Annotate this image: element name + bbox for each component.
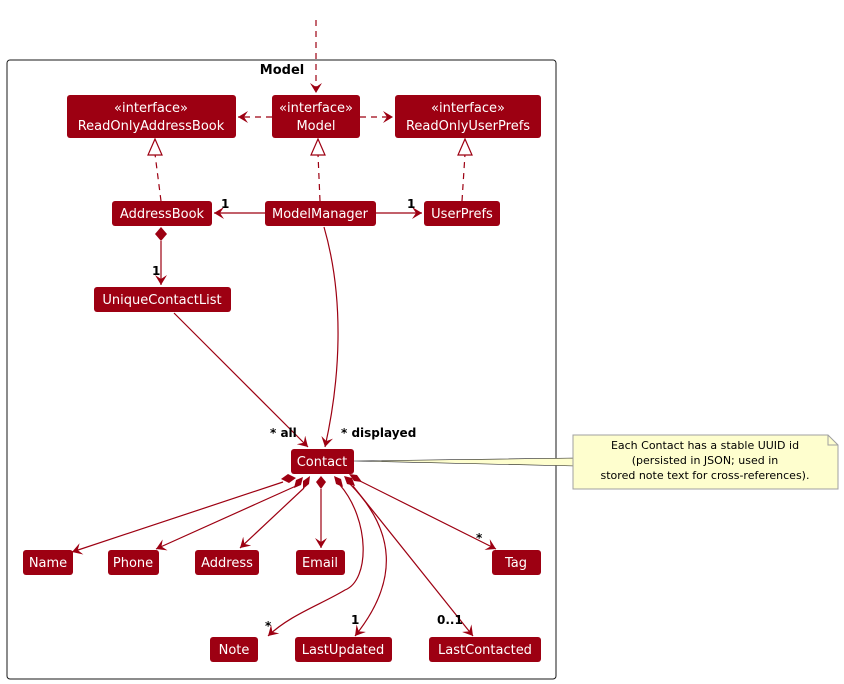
contact-to-tag-edge — [357, 479, 497, 550]
modelmanager-realization-edge — [317, 153, 321, 202]
uniquecontactlist-to-contact-edge — [173, 312, 309, 448]
multiplicity-label: 1 — [221, 197, 229, 211]
class-name: Address — [201, 556, 253, 571]
class-name: LastContacted — [438, 643, 532, 658]
note-line: (persisted in JSON; used in — [632, 454, 778, 467]
class-name: Tag — [504, 556, 527, 571]
class-readonlyuserprefs[interactable]: «interface» ReadOnlyUserPrefs — [395, 95, 541, 138]
multiplicity-label: 1 — [407, 197, 415, 211]
class-email[interactable]: Email — [296, 550, 345, 575]
composition-diamond-icon — [344, 476, 355, 486]
contact-to-address-edge — [239, 487, 305, 549]
multiplicity-label: * — [265, 619, 272, 633]
class-name: Name — [29, 556, 67, 571]
package-title: Model — [260, 63, 304, 78]
multiplicity-label: * displayed — [341, 426, 416, 440]
realization-arrowhead-icon — [147, 137, 163, 156]
model-package-frame — [6, 59, 557, 680]
uuid-note: Each Contact has a stable UUID id (persi… — [572, 434, 839, 490]
class-uniquecontactlist[interactable]: UniqueContactList — [94, 287, 231, 312]
class-name: UniqueContactList — [102, 293, 221, 308]
note-line: stored note text for cross-references). — [601, 469, 810, 482]
contact-to-phone-edge — [155, 485, 297, 551]
composition-diamond-icon — [303, 476, 310, 489]
realization-arrowhead-icon — [310, 137, 326, 156]
class-name: Contact — [297, 455, 348, 470]
class-name: UserPrefs — [431, 207, 493, 222]
class-name: Email — [302, 556, 338, 571]
multiplicity-label: 0..1 — [437, 613, 463, 627]
class-readonlyaddressbook[interactable]: «interface» ReadOnlyAddressBook — [67, 95, 236, 138]
stereotype-label: «interface» — [114, 101, 188, 116]
multiplicity-label: * — [476, 531, 483, 545]
class-name: Phone — [113, 556, 153, 571]
contact-to-name-edge — [71, 481, 284, 555]
addressbook-realization-edge — [154, 153, 162, 202]
class-address[interactable]: Address — [195, 550, 259, 575]
composition-diamond-icon — [281, 474, 296, 483]
composition-diamond-icon — [316, 476, 326, 489]
composition-diamond-icon — [155, 227, 167, 241]
class-name: ModelManager — [272, 207, 369, 222]
multiplicity-label: 1 — [351, 613, 359, 627]
class-lastupdated[interactable]: LastUpdated — [295, 637, 392, 662]
realization-arrowhead-icon — [457, 137, 473, 156]
composition-diamond-icon — [334, 476, 343, 487]
class-name: ReadOnlyUserPrefs — [406, 119, 530, 134]
class-userprefs[interactable]: UserPrefs — [424, 201, 500, 226]
class-name: ReadOnlyAddressBook — [78, 119, 225, 134]
class-model-interface[interactable]: «interface» Model — [272, 95, 360, 138]
contact-to-lastcontacted-edge — [352, 485, 474, 637]
class-lastcontacted[interactable]: LastContacted — [429, 637, 541, 662]
class-name: AddressBook — [120, 207, 205, 222]
class-name: LastUpdated — [302, 643, 384, 658]
composition-diamond-icon — [294, 477, 303, 488]
multiplicity-label: 1 — [152, 264, 160, 278]
contact-to-note-edge — [267, 484, 364, 637]
userprefs-realization-edge — [461, 153, 466, 202]
stereotype-label: «interface» — [279, 101, 353, 116]
class-name: Model — [296, 119, 335, 134]
class-contact[interactable]: Contact — [291, 449, 354, 474]
class-name: Note — [219, 643, 250, 658]
class-note[interactable]: Note — [210, 637, 258, 662]
note-line: Each Contact has a stable UUID id — [611, 439, 799, 452]
class-phone[interactable]: Phone — [108, 550, 159, 575]
class-name-box[interactable]: Name — [23, 550, 73, 575]
multiplicity-label: * all — [270, 426, 297, 440]
class-addressbook[interactable]: AddressBook — [112, 201, 212, 226]
class-tag[interactable]: Tag — [492, 550, 541, 575]
stereotype-label: «interface» — [431, 101, 505, 116]
modelmanager-to-contact-edge — [321, 226, 339, 448]
class-modelmanager[interactable]: ModelManager — [265, 201, 376, 226]
